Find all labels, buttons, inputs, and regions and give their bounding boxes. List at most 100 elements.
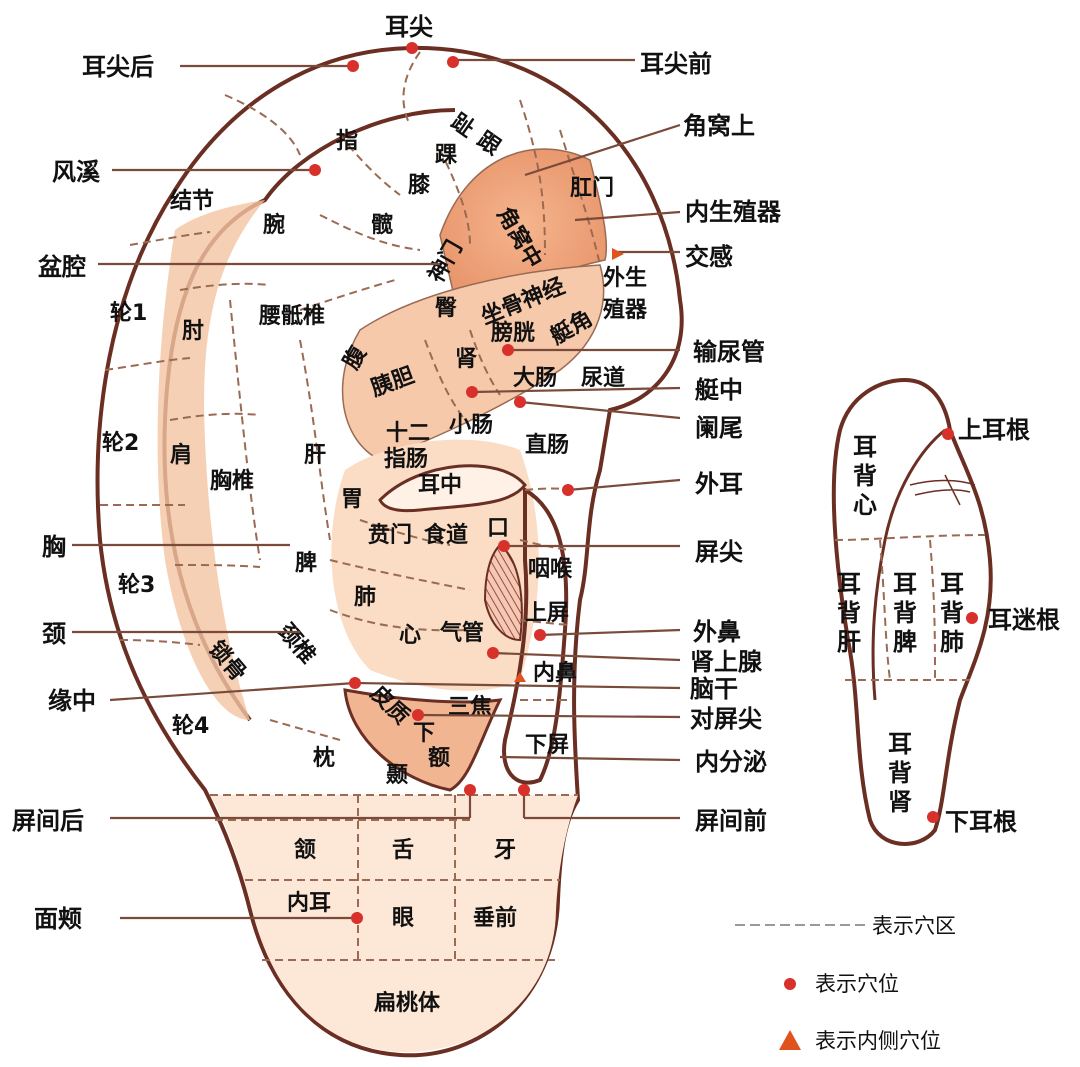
callout-labels: 耳尖 耳尖后 耳尖前 角窝上 风溪 内生殖器 盆腔 交感 输尿管 艇中 阑尾 胸…	[12, 13, 782, 933]
zone-zhichang: 指肠	[384, 447, 428, 472]
callout-xiong: 胸	[42, 533, 66, 561]
zone-lun4: 轮4	[172, 713, 209, 739]
zone-ya: 牙	[494, 838, 516, 863]
zone-lun3: 轮3	[118, 572, 155, 598]
zone-lun2: 轮2	[102, 430, 139, 456]
zone-tun: 臀	[435, 296, 457, 321]
zone-yan: 眼	[392, 906, 414, 931]
back-beifei-2: 背	[940, 599, 964, 627]
zone-yanhou: 咽喉	[528, 556, 573, 582]
zone-biantaoti: 扁桃体	[374, 991, 441, 1016]
tragus	[502, 486, 569, 785]
point-tingzhong	[466, 386, 478, 398]
back-beigan-2: 背	[837, 599, 861, 627]
zone-wan: 腕	[263, 212, 285, 238]
point-waier	[562, 484, 574, 496]
zone-xia: 下	[413, 721, 435, 746]
zone-zhi: 指	[336, 129, 358, 154]
point-duipingjian	[412, 709, 424, 721]
callout-pingjian: 屏尖	[695, 538, 743, 566]
callout-shangergen: 上耳根	[958, 416, 1030, 444]
zone-she: 舌	[392, 838, 414, 863]
zone-shangping: 上屏	[525, 601, 569, 626]
intertragic-hatch	[483, 543, 523, 642]
zone-zhen: 枕	[313, 746, 335, 771]
zone-labels: 指 趾 跟 踝 膝 髋 结节 腕 肛门 角窝中 神门 外生 殖器 坐骨神经 臀 …	[102, 109, 648, 1016]
zone-xiaping: 下屏	[525, 733, 569, 758]
zone-yaodizhui: 腰骶椎	[258, 303, 325, 329]
callout-mianjia: 面颊	[34, 905, 82, 933]
zone-erzhong: 耳中	[418, 473, 462, 498]
zone-xin: 心	[399, 623, 421, 648]
back-beigan-1: 耳	[837, 570, 861, 598]
front-ear: 指 趾 跟 踝 膝 髋 结节 腕 肛门 角窝中 神门 外生 殖器 坐骨神经 臀 …	[12, 13, 782, 1058]
zone-qiguan: 气管	[439, 620, 484, 646]
zone-gen: 跟	[472, 127, 505, 161]
cymba-concha	[341, 264, 605, 461]
point-shenshangxian	[487, 647, 499, 659]
acupoint-dots	[309, 42, 624, 924]
back-ear-fold	[909, 474, 976, 506]
legend: 表示穴区 表示穴位 表示内侧穴位	[735, 914, 956, 1053]
back-beixin-2: 背	[853, 462, 877, 490]
zone-xi: 膝	[408, 173, 431, 198]
point-yuanzhong	[349, 677, 361, 689]
back-beigan-3: 肝	[837, 628, 861, 656]
callout-naogan: 脑干	[689, 675, 738, 703]
zone-neier: 内耳	[287, 891, 331, 916]
zone-kuan: 髋	[371, 212, 393, 238]
callout-pingjianqian: 屏间前	[695, 807, 767, 835]
callout-neishengzhiqi: 内生殖器	[685, 198, 782, 226]
zone-e: 额	[428, 746, 450, 771]
zone-shier: 十二	[386, 421, 430, 446]
back-beixin-1: 耳	[853, 433, 877, 461]
callout-tingzhong: 艇中	[695, 376, 743, 404]
zone-pangguang: 膀胱	[491, 320, 535, 346]
zone-han: 颔	[294, 837, 316, 863]
back-beifei-3: 肺	[940, 628, 964, 656]
point-waibi	[534, 629, 546, 641]
back-beipi-1: 耳	[893, 570, 917, 598]
legend-zone-label: 表示穴区	[872, 914, 956, 938]
zone-zhichang-rect: 直肠	[525, 432, 569, 458]
back-beipi-2: 背	[893, 599, 917, 627]
callout-waibi: 外鼻	[693, 618, 741, 646]
callout-fengxi: 风溪	[52, 158, 101, 186]
back-beishen-3: 肾	[888, 788, 912, 816]
zone-gangmen: 肛门	[570, 175, 614, 201]
zone-neibi: 内鼻	[533, 660, 577, 686]
legend-triangle-sample	[779, 1030, 801, 1050]
legend-inner-label: 表示内侧穴位	[815, 1029, 941, 1053]
callout-erjianqian: 耳尖前	[640, 50, 712, 78]
callout-yuanzhong: 缘中	[48, 687, 96, 715]
lobe	[210, 795, 578, 1053]
zone-niaodao: 尿道	[581, 365, 625, 391]
zone-lun1: 轮1	[110, 300, 147, 326]
scapha-shade	[157, 200, 265, 720]
zone-zhiqi: 殖器	[603, 297, 648, 323]
callout-xiaergen: 下耳根	[945, 808, 1017, 836]
zone-nie: 颞	[385, 763, 408, 788]
point-lanwei	[514, 396, 526, 408]
zone-jiejie: 结节	[170, 188, 214, 214]
zone-jian: 肩	[170, 442, 192, 468]
zone-jingzhui: 颈椎	[273, 618, 321, 668]
zone-wei: 胃	[341, 487, 363, 512]
legend-dot-sample	[784, 978, 796, 990]
zone-kou: 口	[487, 516, 509, 541]
callout-erjian: 耳尖	[385, 13, 433, 41]
inner-point-jiaogan	[612, 248, 624, 260]
zone-waisheng: 外生	[603, 265, 647, 291]
zone-xiaochang: 小肠	[449, 413, 493, 438]
point-fengxi	[309, 164, 321, 176]
zone-xiongzhui: 胸椎	[210, 468, 254, 494]
zone-shen: 肾	[455, 347, 477, 372]
zone-dachang: 大肠	[513, 366, 557, 391]
point-erjianqian	[447, 56, 459, 68]
point-shangergen	[942, 428, 954, 440]
callout-pingjianhou: 屏间后	[12, 807, 84, 835]
inner-point-neibi	[514, 672, 526, 682]
back-beipi-3: 脾	[893, 628, 917, 656]
zone-huai: 踝	[435, 143, 458, 168]
